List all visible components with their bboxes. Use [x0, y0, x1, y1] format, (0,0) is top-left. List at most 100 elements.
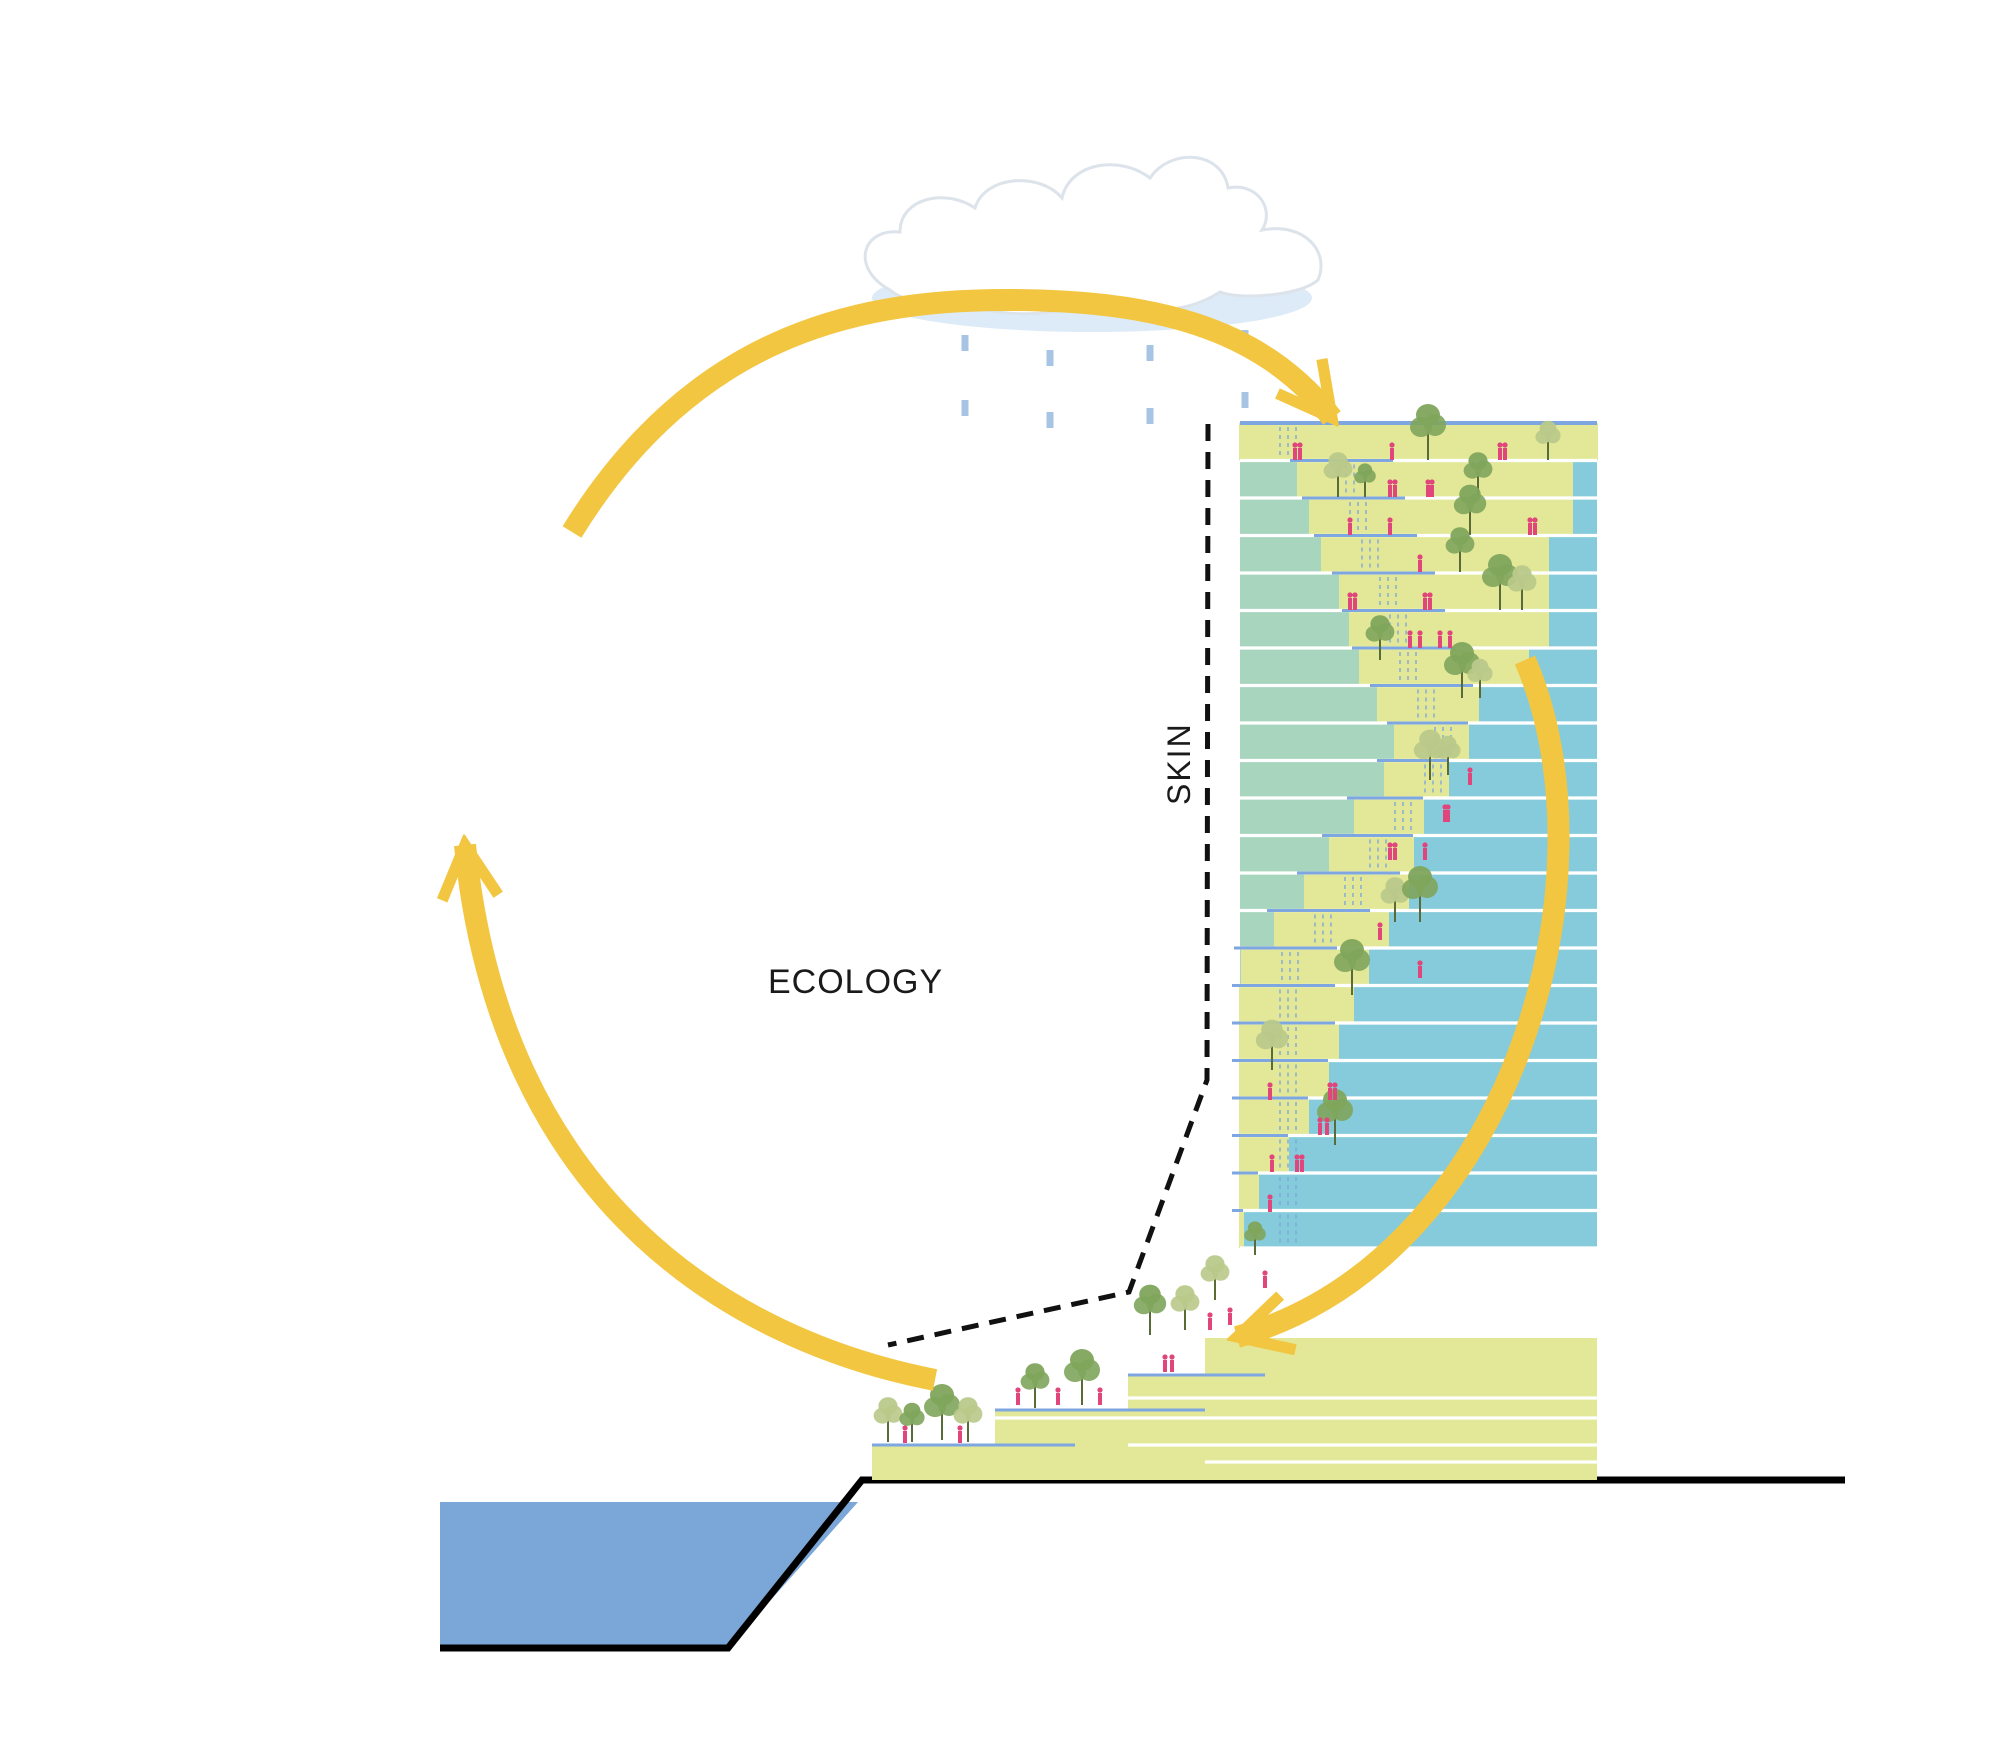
facade-green-panel — [1240, 610, 1350, 648]
person-body — [1468, 773, 1472, 785]
podium-terrace — [1205, 1338, 1597, 1375]
person-icon — [1227, 1307, 1233, 1325]
person-head — [1532, 517, 1538, 523]
facade-blue-panel — [1548, 610, 1597, 648]
person-body — [1325, 1123, 1329, 1135]
person-icon — [1292, 442, 1298, 460]
person-body — [1016, 1393, 1020, 1405]
person-head — [1097, 1387, 1103, 1393]
facade-blue-panel — [1448, 760, 1597, 798]
facade-green-panel — [1240, 498, 1310, 536]
tree-icon — [924, 1384, 960, 1440]
person-icon — [1392, 479, 1398, 497]
tree-crown — [903, 1402, 921, 1419]
tree-crown — [1468, 452, 1488, 470]
person-icon — [1527, 517, 1533, 535]
tree-icon — [1323, 452, 1353, 497]
person-body — [1328, 1088, 1332, 1100]
tree-crown — [1471, 658, 1489, 675]
person-body — [1438, 636, 1442, 648]
person-icon — [1324, 1117, 1330, 1135]
person-head — [1445, 804, 1451, 810]
tree-crown — [1419, 729, 1441, 750]
person-head — [1417, 960, 1423, 966]
person-icon — [1437, 630, 1443, 648]
tree-crown — [1512, 565, 1532, 583]
person-body — [1298, 448, 1302, 460]
person-icon — [1389, 442, 1395, 460]
person-icon — [1262, 1270, 1268, 1288]
person-head — [1377, 922, 1383, 928]
tree-icon — [1453, 484, 1487, 535]
person-head — [1262, 1270, 1268, 1276]
person-icon — [1377, 922, 1383, 940]
person-icon — [1327, 1082, 1333, 1100]
terrace-void-row — [1239, 1210, 1244, 1248]
tree-crown — [1261, 1019, 1283, 1040]
person-body — [958, 1431, 962, 1443]
person-head — [1292, 442, 1298, 448]
person-body — [1446, 810, 1450, 822]
person-icon — [1387, 479, 1393, 497]
person-body — [1163, 1360, 1167, 1372]
facade-green-panel — [1240, 648, 1360, 686]
person-body — [1388, 485, 1392, 497]
facade-blue-panel — [1548, 535, 1597, 573]
person-icon — [1162, 1354, 1168, 1372]
person-icon — [1422, 592, 1428, 610]
ecology-label: ECOLOGY — [768, 963, 943, 1001]
person-icon — [1207, 1312, 1213, 1330]
cycle-arrow-left — [465, 845, 938, 1391]
terrace-void-row — [1359, 648, 1529, 686]
person-body — [1056, 1393, 1060, 1405]
person-head — [1425, 479, 1431, 485]
person-head — [1055, 1387, 1061, 1393]
facade-blue-panel — [1308, 1098, 1597, 1136]
person-head — [1467, 767, 1473, 773]
person-icon — [1392, 842, 1398, 860]
person-head — [1392, 479, 1398, 485]
tree-crown — [1175, 1285, 1195, 1303]
rain-drop — [1046, 412, 1054, 428]
person-body — [1268, 1200, 1272, 1212]
skin-label: SKIN — [1161, 722, 1197, 805]
person-body — [1170, 1360, 1174, 1372]
facade-green-panel — [1240, 835, 1330, 873]
person-head — [1347, 517, 1353, 523]
person-icon — [1429, 479, 1435, 497]
person-head — [1332, 1082, 1338, 1088]
person-body — [1390, 448, 1394, 460]
person-body — [1378, 928, 1382, 940]
person-body — [1268, 1088, 1272, 1100]
facade-green-panel — [1240, 460, 1298, 498]
tree-crown — [1247, 1221, 1263, 1235]
person-body — [1448, 636, 1452, 648]
person-head — [1407, 630, 1413, 636]
person-body — [1388, 523, 1392, 535]
person-icon — [1097, 1387, 1103, 1405]
tree-icon — [1244, 1221, 1266, 1255]
tree-crown — [1328, 452, 1348, 470]
person-icon — [1267, 1082, 1273, 1100]
rain-drop — [961, 400, 969, 416]
tree-crown — [1450, 642, 1474, 664]
person-head — [1207, 1312, 1213, 1318]
tree-icon — [1255, 1019, 1289, 1070]
tree-icon — [873, 1397, 903, 1442]
tree-icon — [1380, 877, 1410, 922]
tree-crown — [930, 1384, 954, 1406]
person-head — [1389, 442, 1395, 448]
podium-terraces — [872, 1338, 1597, 1480]
tree-crown — [1539, 420, 1557, 437]
person-head — [1387, 842, 1393, 848]
rain-drop — [1046, 350, 1054, 366]
cycle-arrow-right — [1237, 655, 1570, 1337]
person-icon — [1387, 517, 1393, 535]
person-icon — [1497, 442, 1503, 460]
water-icon — [440, 1502, 858, 1648]
person-body — [1408, 636, 1412, 648]
terrace-void-row — [1239, 1135, 1289, 1173]
tree-crown — [1357, 463, 1373, 477]
person-body — [1418, 560, 1422, 572]
